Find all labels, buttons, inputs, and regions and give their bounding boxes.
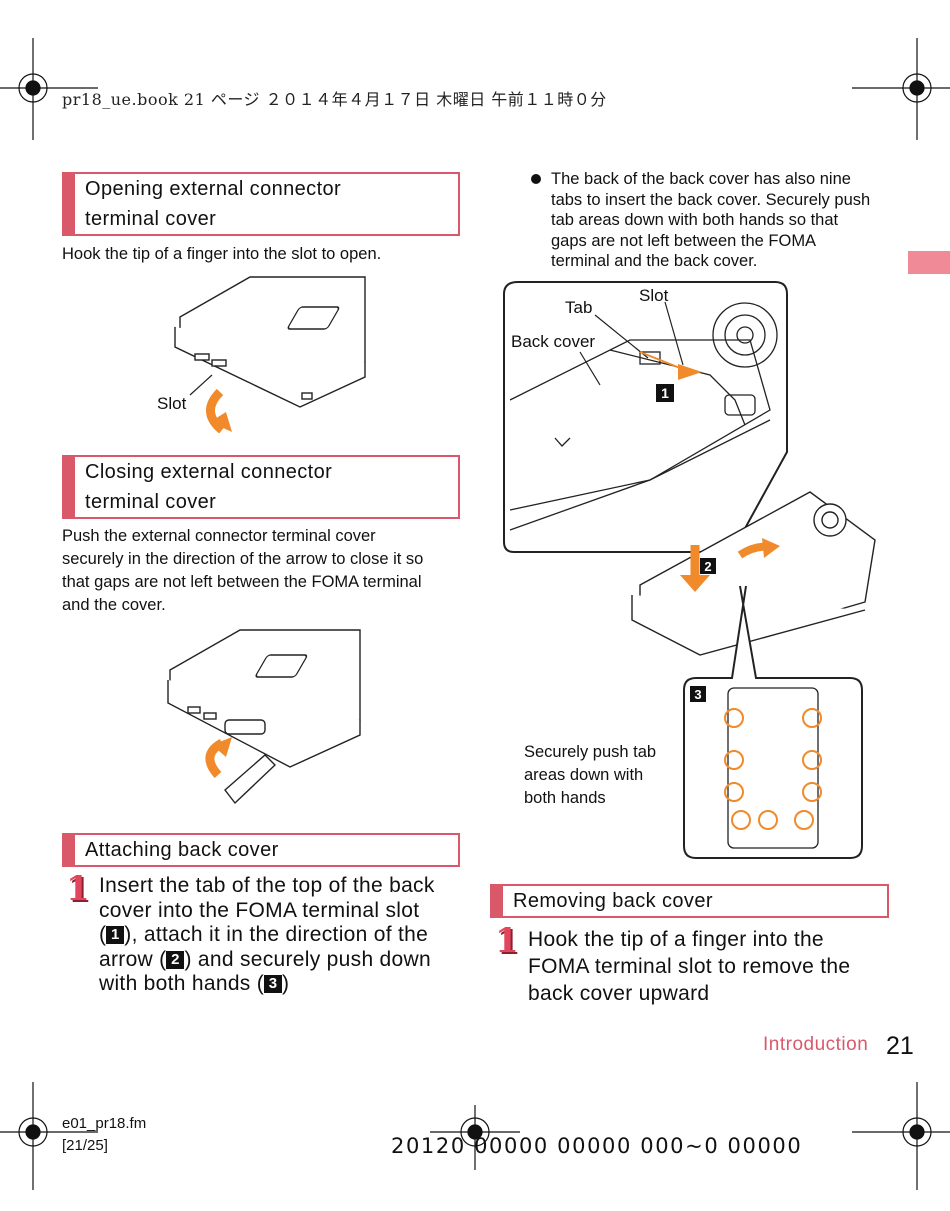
back-cover-label: Back cover bbox=[511, 332, 596, 351]
text-line: Hook the tip of a finger into the bbox=[528, 928, 824, 951]
section-title-line: Attaching back cover bbox=[85, 839, 279, 861]
print-code: 20120 00000 00000 000~0 00000 bbox=[391, 1134, 803, 1158]
text-fragment: with both hands ( bbox=[99, 972, 265, 995]
text-fragment: ) and securely push down bbox=[184, 947, 431, 971]
text-line: that gaps are not left between the FOMA … bbox=[62, 573, 422, 591]
text-line: gaps are not left between the FOMA bbox=[551, 231, 817, 250]
step-number: 1 bbox=[66, 869, 90, 909]
opening-instruction: Hook the tip of a finger into the slot t… bbox=[62, 245, 382, 263]
section-title-line: terminal cover bbox=[85, 208, 217, 230]
section-title-removing: Removing back cover bbox=[490, 884, 889, 918]
text-line: terminal and the back cover. bbox=[551, 252, 758, 270]
text-line: FOMA terminal slot to remove the bbox=[528, 955, 851, 978]
text-line: cover into the FOMA terminal slot bbox=[99, 898, 420, 922]
section-title-opening: Opening external connector terminal cove… bbox=[62, 172, 460, 236]
step-number: 1 bbox=[495, 921, 519, 961]
section-name: Introduction bbox=[763, 1034, 869, 1055]
marker-1: 1 bbox=[661, 385, 669, 401]
text-line: Push the external connector terminal cov… bbox=[62, 527, 376, 545]
tab-label: Tab bbox=[565, 298, 593, 317]
text-line: areas down with bbox=[524, 766, 644, 784]
closing-cover-illustration bbox=[167, 629, 361, 805]
text-line: tabs to insert the back cover. Securely … bbox=[551, 190, 871, 209]
closing-instruction: Push the external connector terminal cov… bbox=[62, 525, 423, 617]
marker-3: 3 bbox=[694, 687, 701, 702]
text-line: securely in the direction of the arrow t… bbox=[62, 550, 424, 568]
text-fragment: ( bbox=[99, 923, 107, 946]
file-name: e01_pr18.fm bbox=[62, 1115, 147, 1132]
step-marker-1: 1 bbox=[106, 926, 125, 944]
text-line: Securely push tab bbox=[524, 743, 657, 761]
text-line: with both hands (3) bbox=[99, 972, 435, 997]
section-title-line: Removing back cover bbox=[513, 890, 713, 912]
section-title-closing: Closing external connector terminal cove… bbox=[62, 455, 460, 519]
text-fragment: ) bbox=[282, 972, 290, 995]
slot-label-right: Slot bbox=[639, 286, 669, 305]
push-tab-label: Securely push tab areas down with both h… bbox=[524, 741, 656, 810]
section-title-line: Closing external connector bbox=[85, 461, 333, 483]
chapter-tab bbox=[908, 251, 950, 274]
section-title-attaching: Attaching back cover bbox=[62, 833, 460, 867]
attaching-step: Insert the tab of the top of the back co… bbox=[99, 874, 435, 997]
marker-2: 2 bbox=[704, 559, 711, 574]
text-line: and the cover. bbox=[62, 596, 166, 614]
page-range: [21/25] bbox=[62, 1137, 108, 1154]
section-title-line: Opening external connector bbox=[85, 178, 342, 200]
page-number: 21 bbox=[886, 1032, 914, 1060]
text-fragment: arrow ( bbox=[99, 947, 167, 971]
text-line: Insert the tab of the top of the back bbox=[99, 874, 435, 897]
text-line: both hands bbox=[524, 789, 606, 807]
text-line: back cover upward bbox=[528, 982, 710, 1005]
text-line: (1), attach it in the direction of the bbox=[99, 923, 435, 948]
back-cover-illustration: 1 2 3 bbox=[503, 281, 876, 859]
back-cover-note: The back of the back cover has also nine… bbox=[551, 169, 870, 272]
text-line: The back of the back cover has also nine bbox=[551, 170, 851, 188]
text-fragment: ), attach it in the direction of the bbox=[124, 923, 429, 946]
opening-cover-illustration bbox=[174, 276, 366, 434]
book-header: pr18_ue.book 21 ページ ２０１４年４月１７日 木曜日 午前１１時… bbox=[62, 90, 607, 109]
step-marker-2: 2 bbox=[166, 950, 185, 969]
step-marker-3: 3 bbox=[264, 975, 283, 993]
bullet-dot bbox=[531, 174, 541, 184]
text-line: tab areas down with both hands so that bbox=[551, 211, 839, 229]
removing-step: Hook the tip of a finger into the FOMA t… bbox=[528, 926, 850, 1007]
text-line: arrow (2) and securely push down bbox=[99, 948, 435, 973]
slot-label: Slot bbox=[157, 394, 187, 413]
section-title-line: terminal cover bbox=[85, 491, 217, 513]
